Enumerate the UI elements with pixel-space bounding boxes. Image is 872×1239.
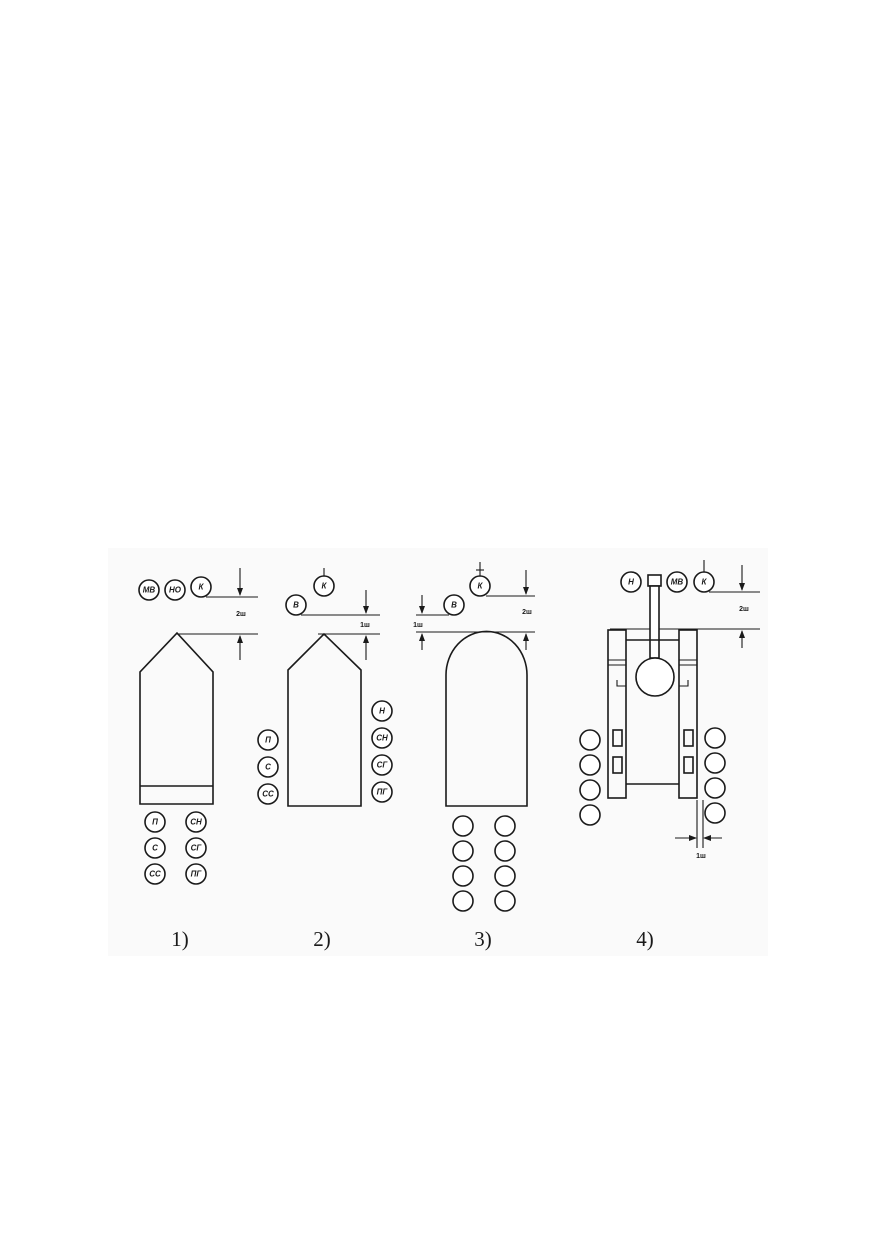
circle-label-mv: МВ xyxy=(666,571,688,593)
circle-label-p: П xyxy=(257,729,279,751)
circle-label-sg: СГ xyxy=(371,754,393,776)
svg-text:К: К xyxy=(199,583,205,592)
circle-label-sn: СН xyxy=(371,727,393,749)
panel-1: МВ НО К 2ш П С СС xyxy=(138,568,258,951)
side-circles-right xyxy=(704,727,726,824)
turret-circle xyxy=(635,657,675,697)
svg-text:К: К xyxy=(322,582,328,591)
svg-text:ПГ: ПГ xyxy=(191,870,203,879)
svg-text:СС: СС xyxy=(149,870,161,879)
tank-outline-pointed xyxy=(287,632,362,807)
panel-3: К В 2ш 1ш 3) xyxy=(413,562,535,951)
caption-2: 2) xyxy=(313,927,331,951)
svg-text:2ш: 2ш xyxy=(739,606,749,613)
svg-text:1ш: 1ш xyxy=(696,853,706,860)
circle-label-k: К xyxy=(469,575,491,597)
circle-label-sn: СН xyxy=(185,811,207,833)
circle-label-n: Н xyxy=(371,700,393,722)
track-right xyxy=(678,629,698,799)
svg-text:К: К xyxy=(702,578,708,587)
svg-text:НО: НО xyxy=(169,586,182,595)
svg-text:К: К xyxy=(478,582,484,591)
svg-text:СС: СС xyxy=(262,790,274,799)
svg-text:МВ: МВ xyxy=(143,586,156,595)
circle-label-ss: СС xyxy=(257,783,279,805)
circle-label-k: К xyxy=(190,576,212,598)
svg-text:1ш: 1ш xyxy=(360,622,370,629)
caption-1: 1) xyxy=(171,927,189,951)
circle-label-no: НО xyxy=(164,579,186,601)
svg-text:П: П xyxy=(265,736,271,745)
svg-text:В: В xyxy=(293,601,299,610)
svg-text:2ш: 2ш xyxy=(522,609,532,616)
svg-text:2ш: 2ш xyxy=(236,611,246,618)
circle-label-s: С xyxy=(144,837,166,859)
circle-label-pg: ПГ xyxy=(371,781,393,803)
circle-label-ss: СС xyxy=(144,863,166,885)
circle-label-sg: СГ xyxy=(185,837,207,859)
svg-text:П: П xyxy=(152,818,158,827)
svg-text:СГ: СГ xyxy=(377,761,389,770)
svg-text:С: С xyxy=(265,763,271,772)
svg-text:1ш: 1ш xyxy=(413,622,423,629)
caption-4: 4) xyxy=(636,927,654,951)
svg-text:СН: СН xyxy=(190,818,202,827)
circle-label-v: В xyxy=(443,594,465,616)
svg-text:СГ: СГ xyxy=(191,844,203,853)
circle-label-mv: МВ xyxy=(138,579,160,601)
figure-frame xyxy=(108,548,768,956)
circle-label-k: К xyxy=(313,575,335,597)
svg-text:ПГ: ПГ xyxy=(377,788,389,797)
circle-label-v: В xyxy=(285,594,307,616)
panel-4: Н МВ К 2ш xyxy=(579,560,760,951)
circle-label-k: К xyxy=(693,571,715,593)
track-left xyxy=(607,629,627,799)
svg-text:Н: Н xyxy=(628,578,634,587)
svg-text:С: С xyxy=(152,844,158,853)
tank-outline-rounded xyxy=(445,630,528,807)
circle-label-s: С xyxy=(257,756,279,778)
svg-text:В: В xyxy=(451,601,457,610)
svg-text:СН: СН xyxy=(376,734,388,743)
circle-label-pg: ПГ xyxy=(185,863,207,885)
tank-outline-pointed xyxy=(139,631,214,805)
caption-3: 3) xyxy=(474,927,492,951)
side-circles-left xyxy=(579,729,601,826)
svg-text:Н: Н xyxy=(379,707,385,716)
circle-label-p: П xyxy=(144,811,166,833)
bottom-circle-grid xyxy=(452,815,516,912)
circle-label-n: Н xyxy=(620,571,642,593)
svg-text:МВ: МВ xyxy=(671,578,684,587)
panel-2: К В 1ш П С СС Н СН xyxy=(257,568,393,951)
